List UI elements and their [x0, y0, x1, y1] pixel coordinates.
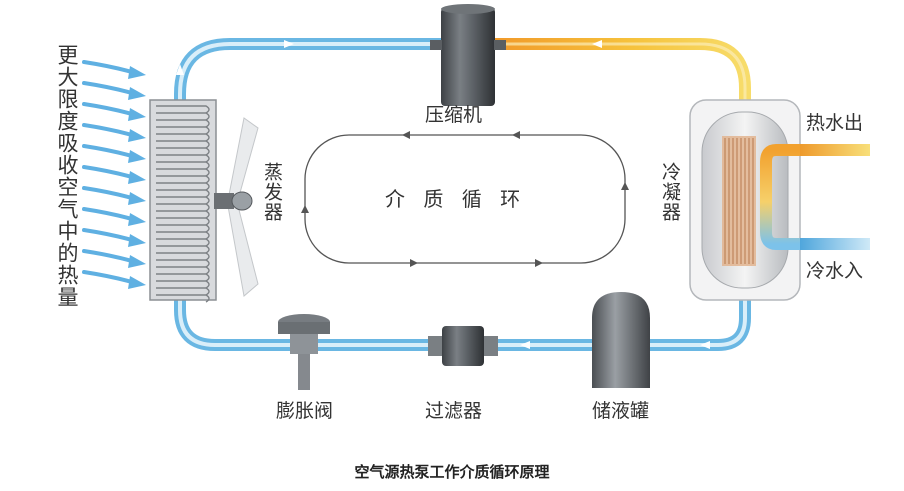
air-arrow: [82, 186, 146, 205]
filter-device: [428, 326, 498, 366]
air-arrow: [82, 123, 146, 142]
air-arrow: [82, 228, 146, 247]
condenser-label: 冷凝器: [659, 162, 681, 222]
evaporator-label: 蒸发器: [261, 162, 283, 222]
air-arrow: [82, 207, 146, 226]
cycle-loop: [301, 131, 629, 267]
hot-water-out-label: 热水出: [806, 112, 864, 134]
condenser-tank: [689, 99, 870, 301]
cold-water-in-label: 冷水入: [806, 260, 864, 282]
expansion-valve-label: 膨胀阀: [276, 400, 334, 422]
receiver-device: [592, 292, 650, 388]
receiver-label: 储液罐: [592, 400, 650, 422]
cycle-label: 介 质 循 环: [385, 187, 527, 211]
air-arrow: [82, 60, 146, 79]
compressor-device: [430, 4, 506, 106]
evaporator-fan: [214, 117, 259, 297]
filter-label: 过滤器: [425, 400, 483, 422]
air-arrow: [82, 165, 146, 184]
air-arrow: [82, 144, 146, 163]
compressor-label: 压缩机: [425, 104, 483, 126]
expansion-valve-device: [278, 314, 330, 390]
figure-caption: 空气源热泵工作介质循环原理: [354, 463, 550, 481]
air-arrow: [82, 270, 146, 289]
evaporator-coil: [149, 99, 217, 303]
air-arrow: [82, 102, 146, 121]
air-flow-arrows: [82, 60, 146, 289]
air-arrow: [82, 249, 146, 268]
side-text: 更大限度吸收空气中的热量: [55, 44, 79, 308]
air-arrow: [82, 81, 146, 100]
